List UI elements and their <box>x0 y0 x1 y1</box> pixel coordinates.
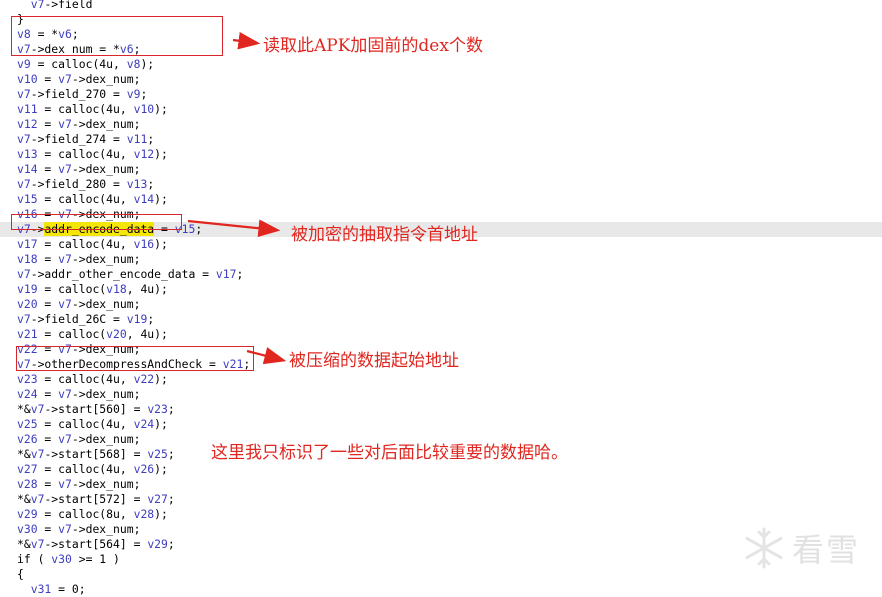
code-line[interactable]: v26 = v7->dex_num; <box>17 432 140 447</box>
code-line[interactable]: *&v7->start[572] = v27; <box>17 492 175 507</box>
code-line[interactable]: v18 = v7->dex_num; <box>17 252 140 267</box>
code-line[interactable]: v13 = calloc(4u, v12); <box>17 147 168 162</box>
kanxue-watermark: 看雪 <box>742 525 860 571</box>
code-line[interactable]: *&v7->start[568] = v25; <box>17 447 175 462</box>
code-line[interactable]: v7->field_280 = v13; <box>17 177 154 192</box>
code-line[interactable]: } <box>17 12 24 27</box>
code-line-text: v17 = calloc(4u, v16); <box>17 237 168 251</box>
code-line-text: v27 = calloc(4u, v26); <box>17 462 168 476</box>
code-line[interactable]: v14 = v7->dex_num; <box>17 162 140 177</box>
code-line[interactable]: v28 = v7->dex_num; <box>17 477 140 492</box>
code-line-text: v15 = calloc(4u, v14); <box>17 192 168 206</box>
code-line[interactable]: v15 = calloc(4u, v14); <box>17 192 168 207</box>
code-line-text: v11 = calloc(4u, v10); <box>17 102 168 116</box>
code-line[interactable]: if ( v30 >= 1 ) <box>17 552 120 567</box>
code-line-text: v12 = v7->dex_num; <box>17 117 141 131</box>
code-line-text: *&v7->start[560] = v23; <box>17 402 175 416</box>
code-line-text: v8 = *v6; <box>17 27 79 41</box>
code-line[interactable]: v24 = v7->dex_num; <box>17 387 140 402</box>
code-line[interactable]: v20 = v7->dex_num; <box>17 297 140 312</box>
code-line-text: v7->field_280 = v13; <box>17 177 155 191</box>
code-line-text: v7->field_270 = v9; <box>17 87 148 101</box>
code-line[interactable]: { <box>17 567 24 582</box>
code-line[interactable]: v7->field_26C = v19; <box>17 312 154 327</box>
addr-encode-annotation-box <box>11 214 182 230</box>
code-line[interactable]: v30 = v7->dex_num; <box>17 522 140 537</box>
code-line[interactable]: *&v7->start[560] = v23; <box>17 402 175 417</box>
code-line[interactable]: v7->field_270 = v9; <box>17 87 147 102</box>
code-line[interactable]: v23 = calloc(4u, v22); <box>17 372 168 387</box>
code-line[interactable]: v9 = calloc(4u, v8); <box>17 57 154 72</box>
code-line-text: { <box>17 567 24 581</box>
annotation-compress-addr: 被压缩的数据起始地址 <box>289 351 459 371</box>
code-line[interactable]: v27 = calloc(4u, v26); <box>17 462 168 477</box>
code-line-text: v21 = calloc(v20, 4u); <box>17 327 168 341</box>
arrow-compress-addr <box>246 347 287 365</box>
code-line-text: v7->otherDecompressAndCheck = v21; <box>17 357 251 371</box>
annotation-encode-addr: 被加密的抽取指令首地址 <box>291 225 478 245</box>
code-line-text: v19 = calloc(v18, 4u); <box>17 282 168 296</box>
code-line-text: if ( v30 >= 1 ) <box>17 552 120 566</box>
code-line[interactable]: v7->addr_encode_data = v15; <box>0 222 882 237</box>
code-line-text: v7->field_274 = v11; <box>17 132 155 146</box>
code-line[interactable]: v29 = calloc(8u, v28); <box>17 507 168 522</box>
code-line-text: v7->addr_other_encode_data = v17; <box>17 267 244 281</box>
code-line[interactable]: v7->addr_other_encode_data = v17; <box>17 267 243 282</box>
code-line[interactable]: *&v7->start[564] = v29; <box>17 537 175 552</box>
code-line[interactable]: v8 = *v6; <box>17 27 79 42</box>
code-line[interactable]: v12 = v7->dex_num; <box>17 117 140 132</box>
code-line-text: v13 = calloc(4u, v12); <box>17 147 168 161</box>
code-line-text: v14 = v7->dex_num; <box>17 162 141 176</box>
code-line[interactable]: v7->field <box>17 0 93 12</box>
code-line-text: v20 = v7->dex_num; <box>17 297 141 311</box>
dex-num-annotation-box <box>11 16 223 56</box>
code-line-text: v9 = calloc(4u, v8); <box>17 57 155 71</box>
decompress-annotation-box <box>16 346 254 371</box>
watermark-text: 看雪 <box>791 531 860 569</box>
code-line-text: v7->field <box>30 0 93 11</box>
code-line-text: v18 = v7->dex_num; <box>17 252 141 266</box>
code-line-text: *&v7->start[564] = v29; <box>17 537 175 551</box>
code-line-text: v10 = v7->dex_num; <box>17 72 141 86</box>
arrow-encode-addr <box>187 219 281 237</box>
annotation-note: 这里我只标识了一些对后面比较重要的数据哈。 <box>211 443 568 463</box>
code-line[interactable]: v22 = v7->dex_num; <box>17 342 140 357</box>
arrow-dex-count <box>232 31 261 50</box>
code-line[interactable]: v21 = calloc(v20, 4u); <box>17 327 168 342</box>
code-line-text: v25 = calloc(4u, v24); <box>17 417 168 431</box>
code-line-text: *&v7->start[568] = v25; <box>17 447 175 461</box>
code-line[interactable]: v7->otherDecompressAndCheck = v21; <box>17 357 250 372</box>
code-line-text: v29 = calloc(8u, v28); <box>17 507 168 521</box>
snowflake-icon <box>745 527 783 569</box>
code-line[interactable]: v17 = calloc(4u, v16); <box>17 237 168 252</box>
code-line-text: v26 = v7->dex_num; <box>17 432 141 446</box>
code-line-text: v28 = v7->dex_num; <box>17 477 141 491</box>
code-line[interactable]: v10 = v7->dex_num; <box>17 72 140 87</box>
code-line[interactable]: v11 = calloc(4u, v10); <box>17 102 168 117</box>
code-line-text: v24 = v7->dex_num; <box>17 387 141 401</box>
code-line-text: *&v7->start[572] = v27; <box>17 492 175 506</box>
code-line-text: v7->field_26C = v19; <box>17 312 155 326</box>
code-line-text: v22 = v7->dex_num; <box>17 342 141 356</box>
code-line-text: v23 = calloc(4u, v22); <box>17 372 168 386</box>
annotation-dex-count: 读取此APK加固前的dex个数 <box>263 36 483 56</box>
code-line[interactable]: v25 = calloc(4u, v24); <box>17 417 168 432</box>
code-line[interactable]: v7->field_274 = v11; <box>17 132 154 147</box>
code-line[interactable]: v7->dex_num = *v6; <box>17 42 140 57</box>
code-line-text: v30 = v7->dex_num; <box>17 522 141 536</box>
code-line[interactable]: v19 = calloc(v18, 4u); <box>17 282 168 297</box>
code-line-text: v7->dex_num = *v6; <box>17 42 141 56</box>
code-line-text: } <box>17 12 24 26</box>
